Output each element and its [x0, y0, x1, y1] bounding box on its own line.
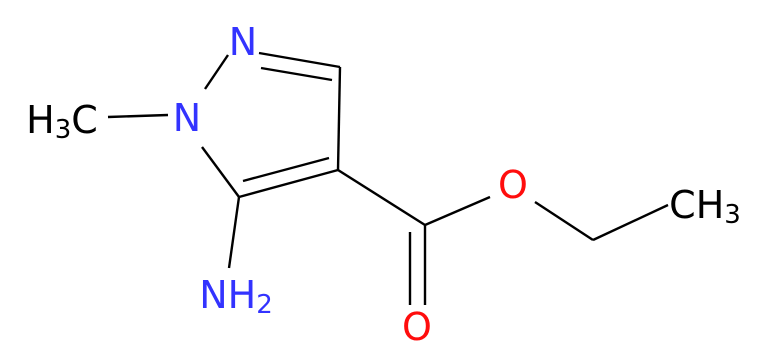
atom-o-ether: O [498, 163, 528, 207]
bond-n1-ch3 [107, 113, 169, 119]
ch3-left-c: C [71, 98, 98, 142]
ch3-left-h: H [26, 98, 55, 142]
bond-c5-c4-double [242, 156, 330, 183]
nh2-main: NH [199, 273, 256, 317]
bond-oether-ch2 [534, 200, 594, 242]
ch3-right-main: CH [669, 183, 724, 227]
bond-c4-ccarb [337, 168, 426, 227]
atom-labels: N N O O NH2 H3C CH3 [26, 20, 741, 349]
nh2-sub: 2 [256, 290, 273, 320]
atom-nh2: NH2 [199, 273, 273, 320]
atom-n2: N [229, 20, 257, 64]
bonds [107, 51, 669, 305]
bond-n2-c3 [258, 51, 341, 69]
atom-ch3-right: CH3 [669, 183, 741, 230]
bond-c5-nh2 [227, 196, 241, 269]
bond-n2-c3-double [260, 66, 333, 82]
atom-n1: N [173, 96, 201, 140]
bond-ccarb-oether [424, 195, 491, 227]
bond-c5-c4 [238, 168, 339, 199]
atom-ch3-left: H3C [26, 98, 98, 145]
ch3-right-sub: 3 [724, 200, 741, 230]
bond-c3-c4 [336, 66, 342, 171]
bond-n1-n2 [204, 54, 229, 90]
ch3-left-sub: 3 [55, 115, 72, 145]
atom-o-carbonyl: O [402, 305, 432, 349]
bond-ch2-ch3 [592, 203, 669, 242]
bond-n1-c5 [201, 146, 240, 198]
